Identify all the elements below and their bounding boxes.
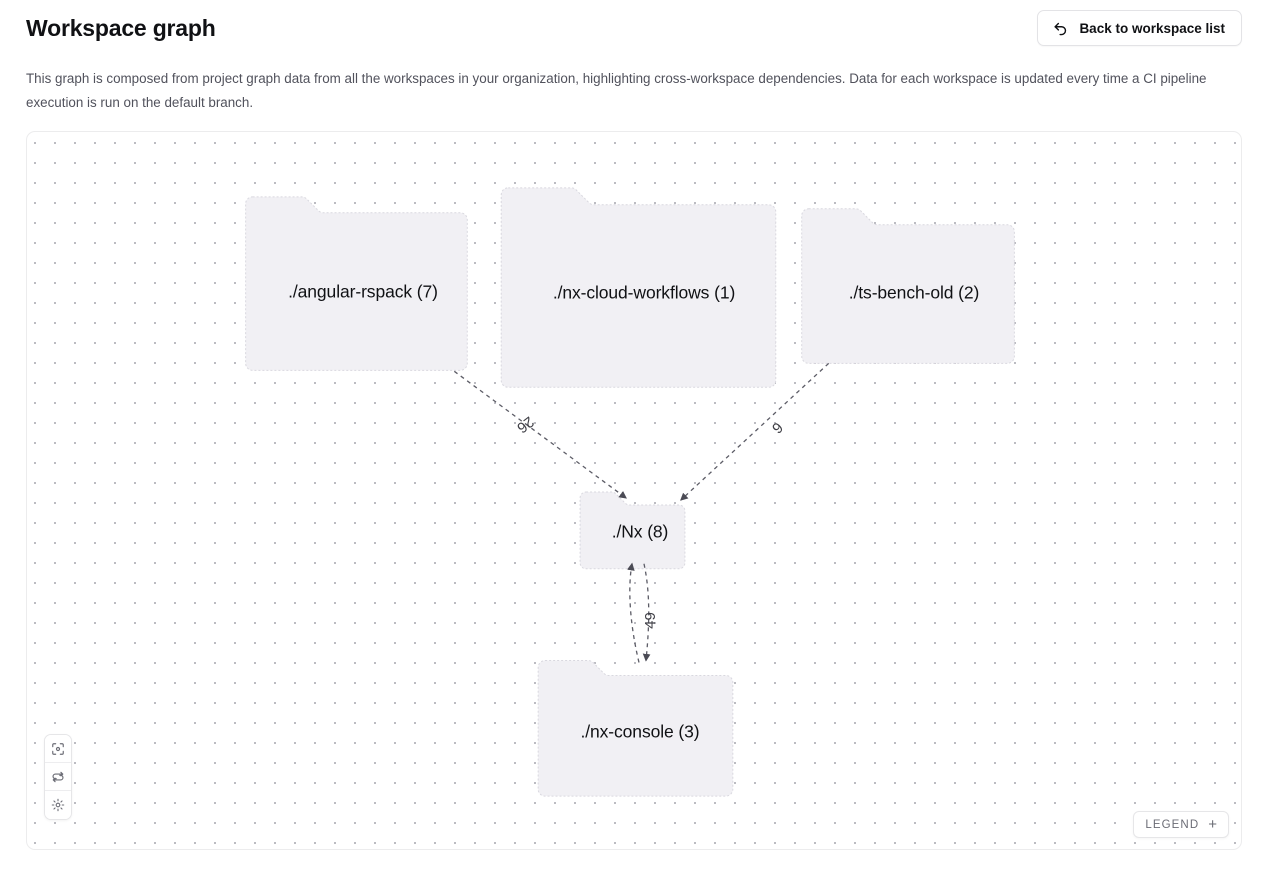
graph-canvas[interactable]: ./angular-rspack (7) ./nx-cloud-workflow… [26, 131, 1242, 850]
graph-edge-nx-console-to-nx [626, 562, 640, 663]
focus-graph-button[interactable] [45, 735, 71, 763]
graph-svg [245, 187, 1015, 797]
graph-node-ts-bench-old [801, 208, 1015, 364]
page-header: Workspace graph Back to workspace list [26, 8, 1242, 48]
graph-node-nx-console [537, 660, 734, 797]
legend-label: LEGEND [1145, 818, 1200, 831]
page-title: Workspace graph [26, 15, 216, 41]
graph-toolbar [44, 734, 72, 820]
legend-toggle[interactable]: LEGEND + [1133, 811, 1229, 838]
graph-edge-nx-to-nx-console [642, 563, 651, 662]
page-description: This graph is composed from project grap… [26, 71, 1207, 111]
graph-edge-angular-rspack-to-nx [453, 370, 627, 499]
graph-node-angular-rspack [245, 196, 468, 371]
graph-settings-button[interactable] [45, 791, 71, 819]
gear-icon [51, 798, 65, 812]
graph-edge-ts-bench-old-to-nx [680, 362, 830, 501]
reset-graph-button[interactable] [45, 763, 71, 791]
arrow-back-icon [1052, 20, 1069, 37]
graph-node-nx-cloud-workflows [500, 187, 777, 388]
back-to-workspace-list-button[interactable]: Back to workspace list [1037, 10, 1242, 46]
focus-target-icon [51, 742, 65, 756]
graph-node-nx [579, 491, 686, 570]
plus-icon: + [1208, 816, 1217, 833]
back-button-label: Back to workspace list [1079, 20, 1225, 36]
refresh-icon [51, 770, 65, 784]
